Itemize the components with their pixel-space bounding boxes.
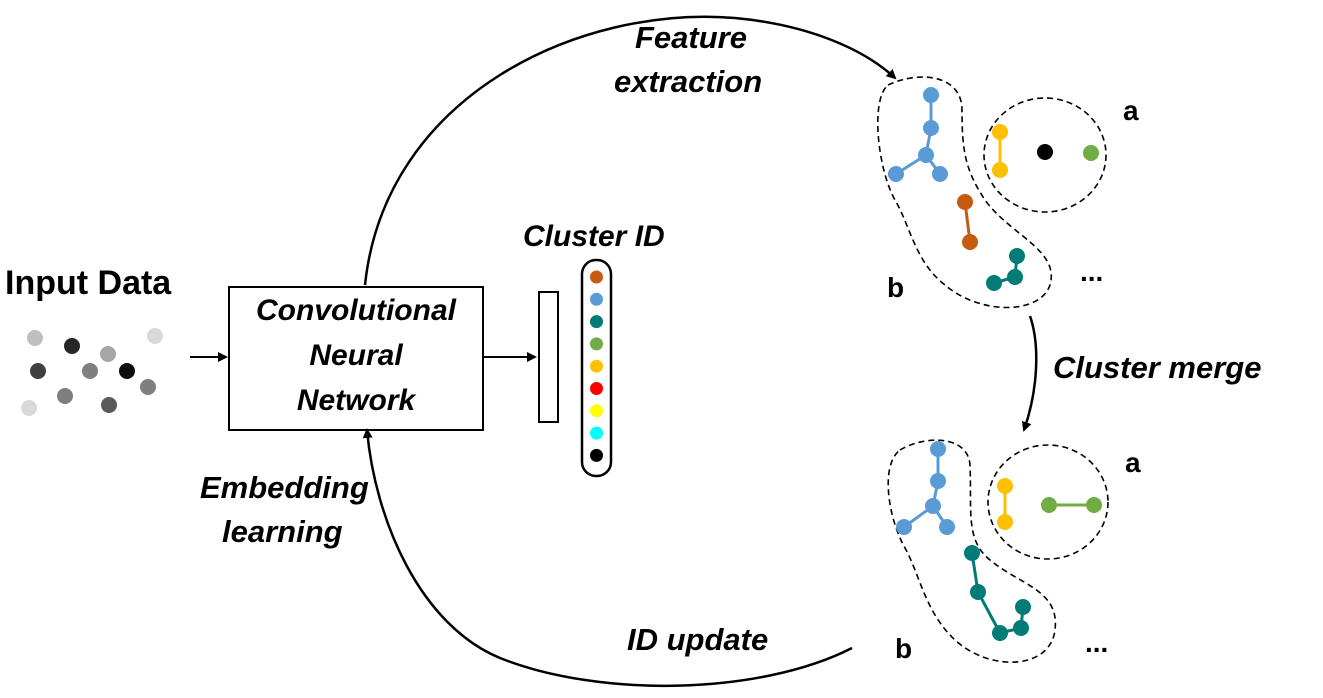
bottom-ellipsis: ...	[1085, 627, 1109, 658]
cluster-id-dot-brown	[590, 270, 603, 284]
cluster-merge-arrow	[1021, 315, 1038, 432]
cluster-id-label: Cluster ID	[523, 220, 665, 253]
bottom-cluster-a-boundary	[987, 444, 1109, 560]
top-ellipsis: ...	[1080, 256, 1104, 287]
cluster-id-dot-green	[590, 337, 603, 351]
input-data-points	[21, 328, 163, 416]
feature-vector	[538, 291, 559, 423]
cluster-id-dot-red	[590, 382, 603, 395]
cluster-id-dot-teal	[590, 315, 603, 329]
cluster-id-dot-yellow	[590, 404, 603, 418]
feature-extraction-arc	[363, 15, 897, 286]
top-cluster-a-boundary	[983, 97, 1107, 213]
cnn-label-line2: Neural	[309, 339, 403, 372]
cluster-id-dot-blue	[590, 292, 603, 306]
cluster-merge-label: Cluster merge	[1053, 350, 1262, 385]
cluster-id-dots	[590, 270, 603, 462]
bottom-cluster-b-boundary	[887, 439, 1057, 663]
id-update-label: ID update	[627, 622, 769, 657]
cnn-box	[228, 286, 484, 431]
feature-extraction-label-line2: extraction	[614, 64, 763, 99]
cnn-label-line3: Network	[296, 384, 416, 417]
cnn-label-line1: Convolutional	[256, 294, 456, 327]
input-data-label: Input Data	[5, 264, 172, 302]
feature-extraction-label-line1: Feature	[635, 20, 747, 55]
top-cluster-b-label: b	[887, 272, 905, 303]
bottom-cluster-b-label: b	[895, 633, 913, 664]
top-cluster-group	[877, 76, 1107, 309]
embedding-learning-label-line2: learning	[222, 514, 343, 549]
embedding-learning-label-line1: Embedding	[200, 470, 369, 505]
top-cluster-b-boundary	[877, 76, 1053, 309]
bottom-cluster-a-label: a	[1125, 447, 1141, 478]
cluster-id-dot-cyan	[590, 426, 603, 440]
top-cluster-a-label: a	[1123, 95, 1139, 126]
id-update-arc	[362, 428, 853, 688]
cnn-label: Convolutional Neural Network	[229, 288, 483, 423]
bottom-cluster-group	[887, 439, 1109, 663]
cluster-id-dot-orange	[590, 359, 603, 373]
cluster-id-dot-black	[590, 448, 603, 462]
